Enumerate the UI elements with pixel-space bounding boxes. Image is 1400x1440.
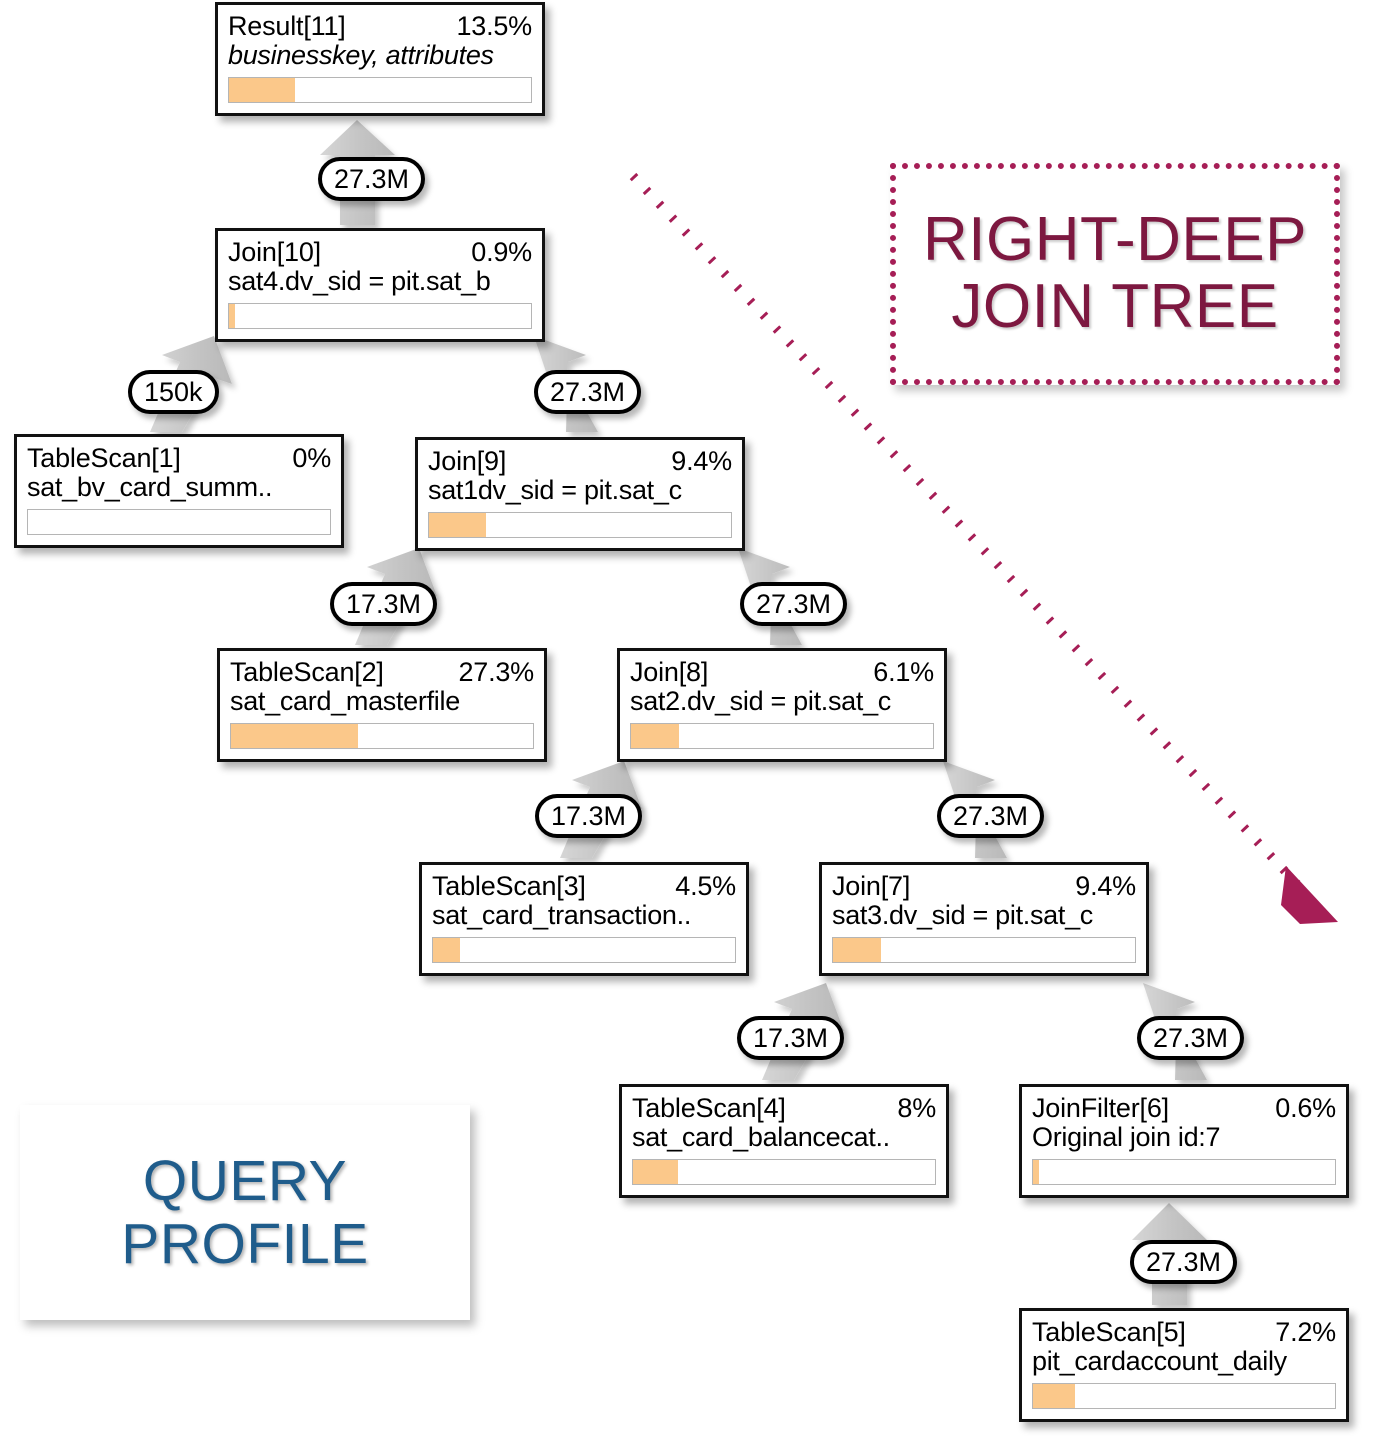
node-header: TableScan[2] 27.3% (230, 657, 534, 688)
edge-label-join7-join8[interactable]: 27.3M (937, 794, 1045, 838)
node-progress-bar (228, 77, 532, 103)
node-detail-label: sat_card_masterfile (230, 686, 460, 716)
node-progress-bar (432, 937, 736, 963)
node-operator-label: TableScan[1] (27, 443, 181, 473)
node-operator-label: TableScan[5] (1032, 1317, 1186, 1347)
callout-query-profile: QUERY PROFILE (20, 1105, 470, 1320)
node-operator-label: Join[10] (228, 237, 321, 267)
node-progress-bar (230, 723, 534, 749)
node-progress-fill (1033, 1384, 1076, 1408)
node-progress-fill (633, 1160, 679, 1184)
edge-label-joinfilter6-join7[interactable]: 27.3M (1137, 1016, 1245, 1060)
edge-label-join8-join9[interactable]: 27.3M (740, 582, 848, 626)
node-operator-label: Join[7] (832, 871, 911, 901)
plan-node-join-8[interactable]: Join[8] 6.1% sat2.dv_sid = pit.sat_c (617, 648, 947, 762)
node-percent-label: 27.3% (458, 657, 534, 687)
plan-node-tablescan-1[interactable]: TableScan[1] 0% sat_bv_card_summ.. (14, 434, 344, 548)
plan-node-join-9[interactable]: Join[9] 9.4% sat1dv_sid = pit.sat_c (415, 437, 745, 551)
plan-node-joinfilter-6[interactable]: JoinFilter[6] 0.6% Original join id:7 (1019, 1084, 1349, 1198)
plan-node-tablescan-4[interactable]: TableScan[4] 8% sat_card_balancecat.. (619, 1084, 949, 1198)
node-percent-label: 0.6% (1275, 1093, 1336, 1123)
edge-label-tablescan4-join7[interactable]: 17.3M (737, 1016, 845, 1060)
node-detail-label: sat2.dv_sid = pit.sat_c (630, 686, 892, 716)
node-progress-fill (833, 938, 882, 962)
node-progress-fill (433, 938, 461, 962)
node-header: TableScan[4] 8% (632, 1093, 936, 1124)
node-detail-label: sat3.dv_sid = pit.sat_c (832, 900, 1094, 930)
node-percent-label: 13.5% (456, 11, 532, 41)
node-header: Join[7] 9.4% (832, 871, 1136, 902)
node-operator-label: TableScan[4] (632, 1093, 786, 1123)
node-detail-label: sat4.dv_sid = pit.sat_b (228, 266, 491, 296)
node-detail-label: businesskey, attributes (228, 40, 494, 70)
node-percent-label: 4.5% (675, 871, 736, 901)
node-operator-label: TableScan[2] (230, 657, 384, 687)
callout-line-2: JOIN TREE (951, 272, 1279, 341)
plan-node-join-10[interactable]: Join[10] 0.9% sat4.dv_sid = pit.sat_b (215, 228, 545, 342)
edge-label-tablescan2-join9[interactable]: 17.3M (330, 582, 438, 626)
edge-label-result11[interactable]: 27.3M (318, 157, 426, 201)
right-deep-pointer-arrow (629, 172, 1338, 924)
node-progress-bar (428, 512, 732, 538)
callout-right-deep-join-tree: RIGHT-DEEP JOIN TREE (890, 163, 1340, 385)
node-percent-label: 6.1% (873, 657, 934, 687)
node-progress-fill (429, 513, 487, 537)
node-percent-label: 9.4% (671, 446, 732, 476)
plan-node-tablescan-5[interactable]: TableScan[5] 7.2% pit_cardaccount_daily (1019, 1308, 1349, 1422)
node-detail-label: sat_card_balancecat.. (632, 1122, 890, 1152)
node-progress-bar (630, 723, 934, 749)
node-detail-label: pit_cardaccount_daily (1032, 1346, 1287, 1376)
node-operator-label: JoinFilter[6] (1032, 1093, 1169, 1123)
node-percent-label: 9.4% (1075, 871, 1136, 901)
node-detail-label: sat1dv_sid = pit.sat_c (428, 475, 682, 505)
node-percent-label: 0% (292, 443, 331, 473)
node-header: TableScan[3] 4.5% (432, 871, 736, 902)
node-percent-label: 7.2% (1275, 1317, 1336, 1347)
node-header: TableScan[5] 7.2% (1032, 1317, 1336, 1348)
node-percent-label: 0.9% (471, 237, 532, 267)
plan-node-join-7[interactable]: Join[7] 9.4% sat3.dv_sid = pit.sat_c (819, 862, 1149, 976)
node-progress-fill (229, 78, 296, 102)
node-operator-label: Join[9] (428, 446, 507, 476)
callout-line-1: RIGHT-DEEP (923, 205, 1307, 275)
node-progress-fill (229, 304, 236, 328)
edge-label-tablescan1-join10[interactable]: 150k (128, 370, 219, 414)
edge-label-join9-join10[interactable]: 27.3M (534, 370, 642, 414)
node-progress-bar (27, 509, 331, 535)
node-header: Join[9] 9.4% (428, 446, 732, 477)
node-detail-label: Original join id:7 (1032, 1122, 1221, 1152)
node-detail-label: sat_card_transaction.. (432, 900, 692, 930)
node-progress-fill (631, 724, 680, 748)
node-operator-label: TableScan[3] (432, 871, 586, 901)
node-header: TableScan[1] 0% (27, 443, 331, 474)
node-progress-bar (228, 303, 532, 329)
callout-line-1: QUERY (142, 1148, 348, 1213)
node-header: Join[10] 0.9% (228, 237, 532, 268)
node-header: Join[8] 6.1% (630, 657, 934, 688)
edge-label-tablescan3-join8[interactable]: 17.3M (535, 794, 643, 838)
node-progress-bar (1032, 1383, 1336, 1409)
node-header: JoinFilter[6] 0.6% (1032, 1093, 1336, 1124)
node-progress-bar (1032, 1159, 1336, 1185)
node-progress-bar (632, 1159, 936, 1185)
node-progress-fill (231, 724, 358, 748)
node-operator-label: Join[8] (630, 657, 709, 687)
node-operator-label: Result[11] (228, 11, 346, 41)
plan-node-tablescan-3[interactable]: TableScan[3] 4.5% sat_card_transaction.. (419, 862, 749, 976)
edge-label-tablescan5-joinfilter6[interactable]: 27.3M (1130, 1240, 1238, 1284)
node-header: Result[11] 13.5% (228, 11, 532, 42)
plan-node-result-11[interactable]: Result[11] 13.5% businesskey, attributes (215, 2, 545, 116)
node-percent-label: 8% (897, 1093, 936, 1123)
node-detail-label: sat_bv_card_summ.. (27, 472, 273, 502)
node-progress-bar (832, 937, 1136, 963)
plan-node-tablescan-2[interactable]: TableScan[2] 27.3% sat_card_masterfile (217, 648, 547, 762)
node-progress-fill (1033, 1160, 1040, 1184)
callout-line-2: PROFILE (121, 1211, 369, 1276)
